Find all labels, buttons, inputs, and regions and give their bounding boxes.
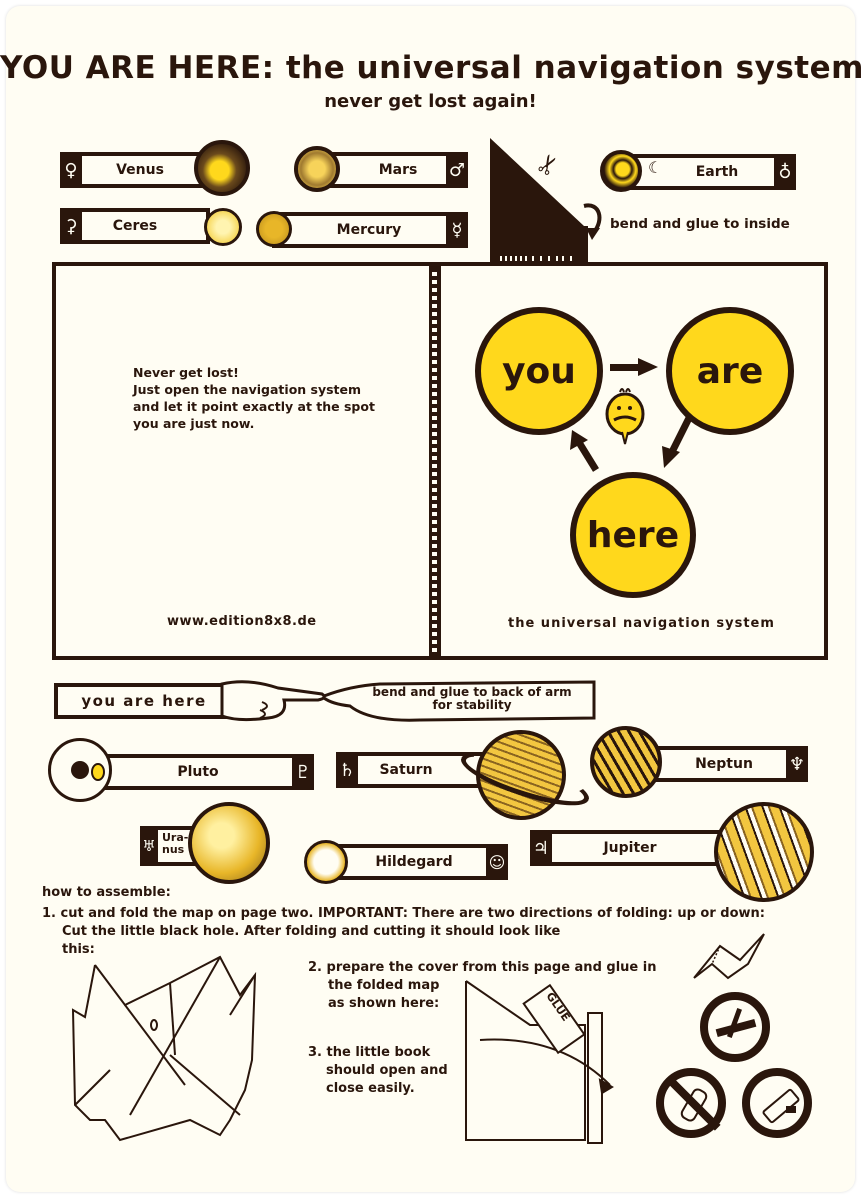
face-icon [605,388,645,445]
bend-arrow-icon [583,203,602,240]
page-subtitle: never get lost again! [324,91,537,112]
mercury-planet-icon [256,211,292,247]
planet-name: Ceres [112,218,158,234]
glue-cover-illustration: GLUE [465,980,614,1144]
planet-label-hildegard: Hildegard ☺ [324,844,508,880]
pointing-hand-right-icon [322,680,596,722]
cut-with-ruler-icon [700,992,770,1062]
cover-spine [429,262,441,660]
pointing-hand-left-icon [220,680,326,722]
planet-name: Jupiter [603,840,657,856]
intro-line: and let it point exactly at the spot [133,399,375,414]
no-glue-stick-icon [656,1068,726,1138]
step3-line3: close easily. [326,1081,415,1096]
planet-label-jupiter: ♃ Jupiter [530,830,730,866]
planet-name-line: Ura- [162,831,189,844]
intro-line: you are just now. [133,416,255,431]
uranus-symbol-icon: ♅ [140,826,158,866]
mars-symbol-icon: ♂ [446,152,468,188]
planet-label-ceres: ⚳ Ceres [60,208,210,244]
mars-planet-icon [294,146,340,192]
uranus-planet-icon [188,802,270,884]
arm-label: you are here [81,692,207,710]
arm-instruction-line: bend and glue to back of arm [372,685,572,699]
fold-instruction: bend and glue to inside [610,216,790,232]
arm-label-box: you are here [54,683,234,719]
bubble-here: here [570,472,696,598]
arm-instruction-line: for stability [432,698,512,712]
hildegard-face-icon [304,840,348,884]
earth-symbol-icon: ♁ [774,154,796,190]
venus-symbol-icon: ♀ [60,152,82,188]
pluto-planet-icon [48,738,112,802]
planet-name: Venus [116,162,164,178]
planet-name: Mars [378,162,418,178]
planet-name: Mercury [336,222,402,238]
ceres-symbol-icon: ⚳ [60,208,82,244]
step2-line1: 2. prepare the cover from this page and … [308,960,657,975]
planet-label-venus: ♀ Venus [60,152,210,188]
hildegard-symbol-icon: ☺ [486,844,508,880]
intro-line: Just open the navigation system [133,382,362,397]
jupiter-planet-icon [714,802,814,902]
moon-icon: ☾ [648,158,663,177]
folded-map-illustration [71,955,257,1142]
planet-name: Saturn [379,762,433,778]
intro-text: Never get lost! Just open the navigation… [133,364,375,432]
arm-instruction: bend and glue to back of arm for stabili… [364,686,580,712]
ceres-planet-icon [204,208,242,246]
step3-line2: should open and [326,1063,448,1078]
jupiter-symbol-icon: ♃ [530,830,552,866]
bubble-are: are [666,307,794,435]
saturn-planet-icon [476,730,566,820]
step1-line1: 1. cut and fold the map on page two. IMP… [42,906,765,921]
website-link[interactable]: www.edition8x8.de [167,614,317,629]
planet-label-pluto: Pluto ♇ [92,754,314,790]
planet-name: Hildegard [375,854,453,870]
earth-planet-icon [600,150,642,192]
planet-name: Earth [695,164,739,180]
intro-line: Never get lost! [133,365,239,380]
planet-name: Ura- nus [162,832,188,856]
neptune-planet-icon [590,726,662,798]
planet-name: Neptun [695,756,753,772]
step2-line3: as shown here: [328,996,440,1011]
step2-line2: the folded map [328,978,440,993]
bubble-you: you [475,307,603,435]
neptune-symbol-icon: ♆ [786,746,808,782]
planet-label-saturn: ♄ Saturn [336,752,486,788]
page-title: YOU ARE HERE: the universal navigation s… [0,50,861,86]
zigzag-fold-icon [693,933,765,980]
planet-label-mars: Mars ♂ [320,152,468,188]
step1-line3: this: [62,942,95,957]
cycle-arrows-icon [570,358,694,472]
planet-name: Pluto [177,764,219,780]
saturn-symbol-icon: ♄ [336,752,358,788]
fold-tab-shape [490,138,588,264]
step1-line2: Cut the little black hole. After folding… [62,924,561,939]
mercury-symbol-icon: ☿ [446,212,468,248]
step3-line1: 3. the little book [308,1045,431,1060]
venus-planet-icon [194,140,250,196]
planet-label-earth: ☾ Earth ♁ [630,154,796,190]
planet-label-mercury: Mercury ☿ [272,212,468,248]
liquid-glue-icon [742,1068,812,1138]
navigation-caption: the universal navigation system [508,616,775,631]
assembly-heading: how to assemble: [42,885,171,900]
pluto-symbol-icon: ♇ [292,754,314,790]
planet-name-line: nus [162,843,185,856]
